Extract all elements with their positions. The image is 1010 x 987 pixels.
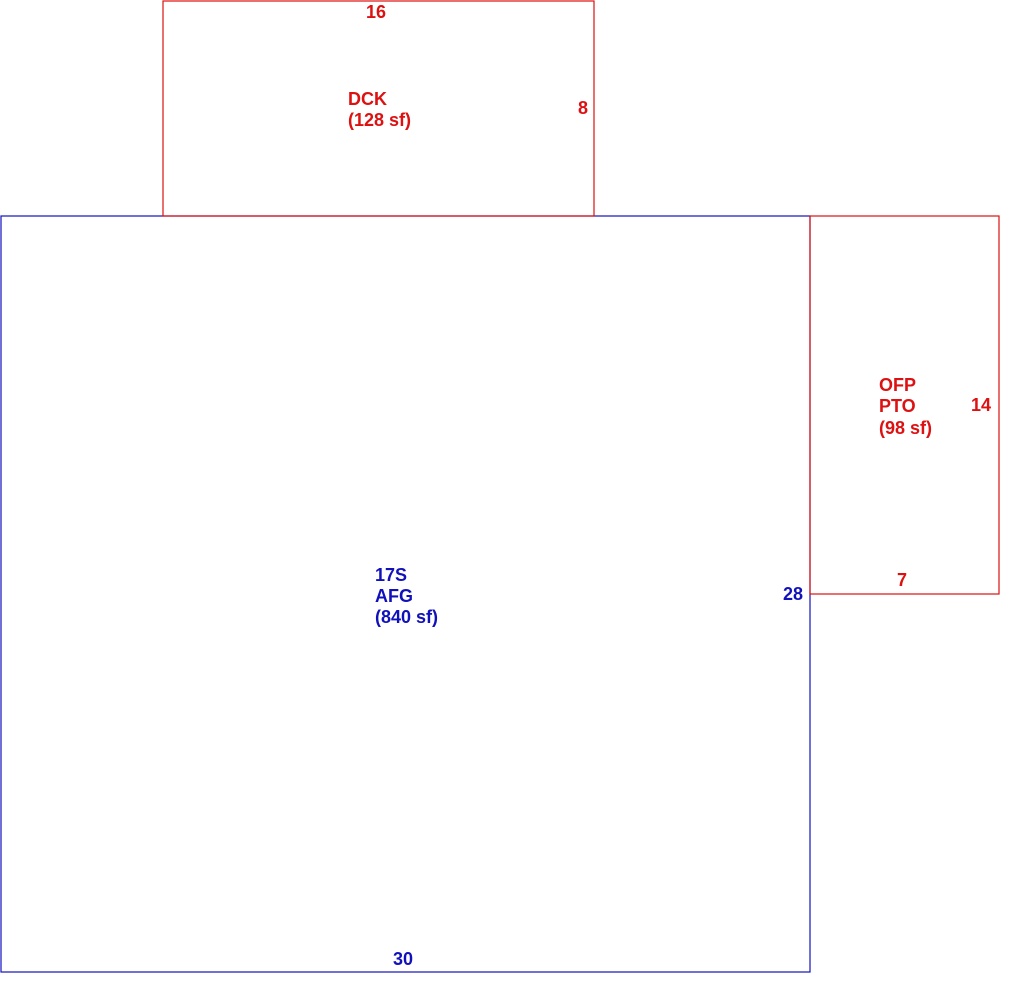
- deck-code: DCK: [348, 89, 387, 109]
- main-area-code: 17S: [375, 565, 407, 585]
- porch-area: OFP PTO (98 sf) 14 7: [809, 215, 1000, 595]
- main-area-width-dimension: 30: [393, 949, 413, 969]
- porch-code: OFP: [879, 375, 916, 395]
- main-area-type: AFG: [375, 586, 413, 606]
- porch-type: PTO: [879, 396, 916, 416]
- deck-width-dimension: 16: [366, 2, 386, 22]
- main-area: 17S AFG (840 sf) 30 28: [0, 215, 811, 973]
- main-area-depth-dimension: 28: [783, 584, 803, 604]
- porch-width-dimension: 7: [897, 570, 907, 590]
- deck-area: DCK (128 sf) 16 8: [162, 0, 595, 217]
- deck-size: (128 sf): [348, 110, 411, 130]
- porch-depth-dimension: 14: [971, 395, 991, 415]
- main-area-size: (840 sf): [375, 607, 438, 627]
- porch-size: (98 sf): [879, 418, 932, 438]
- porch-outline: [809, 215, 1000, 595]
- deck-outline: [162, 0, 595, 217]
- deck-depth-dimension: 8: [578, 98, 588, 118]
